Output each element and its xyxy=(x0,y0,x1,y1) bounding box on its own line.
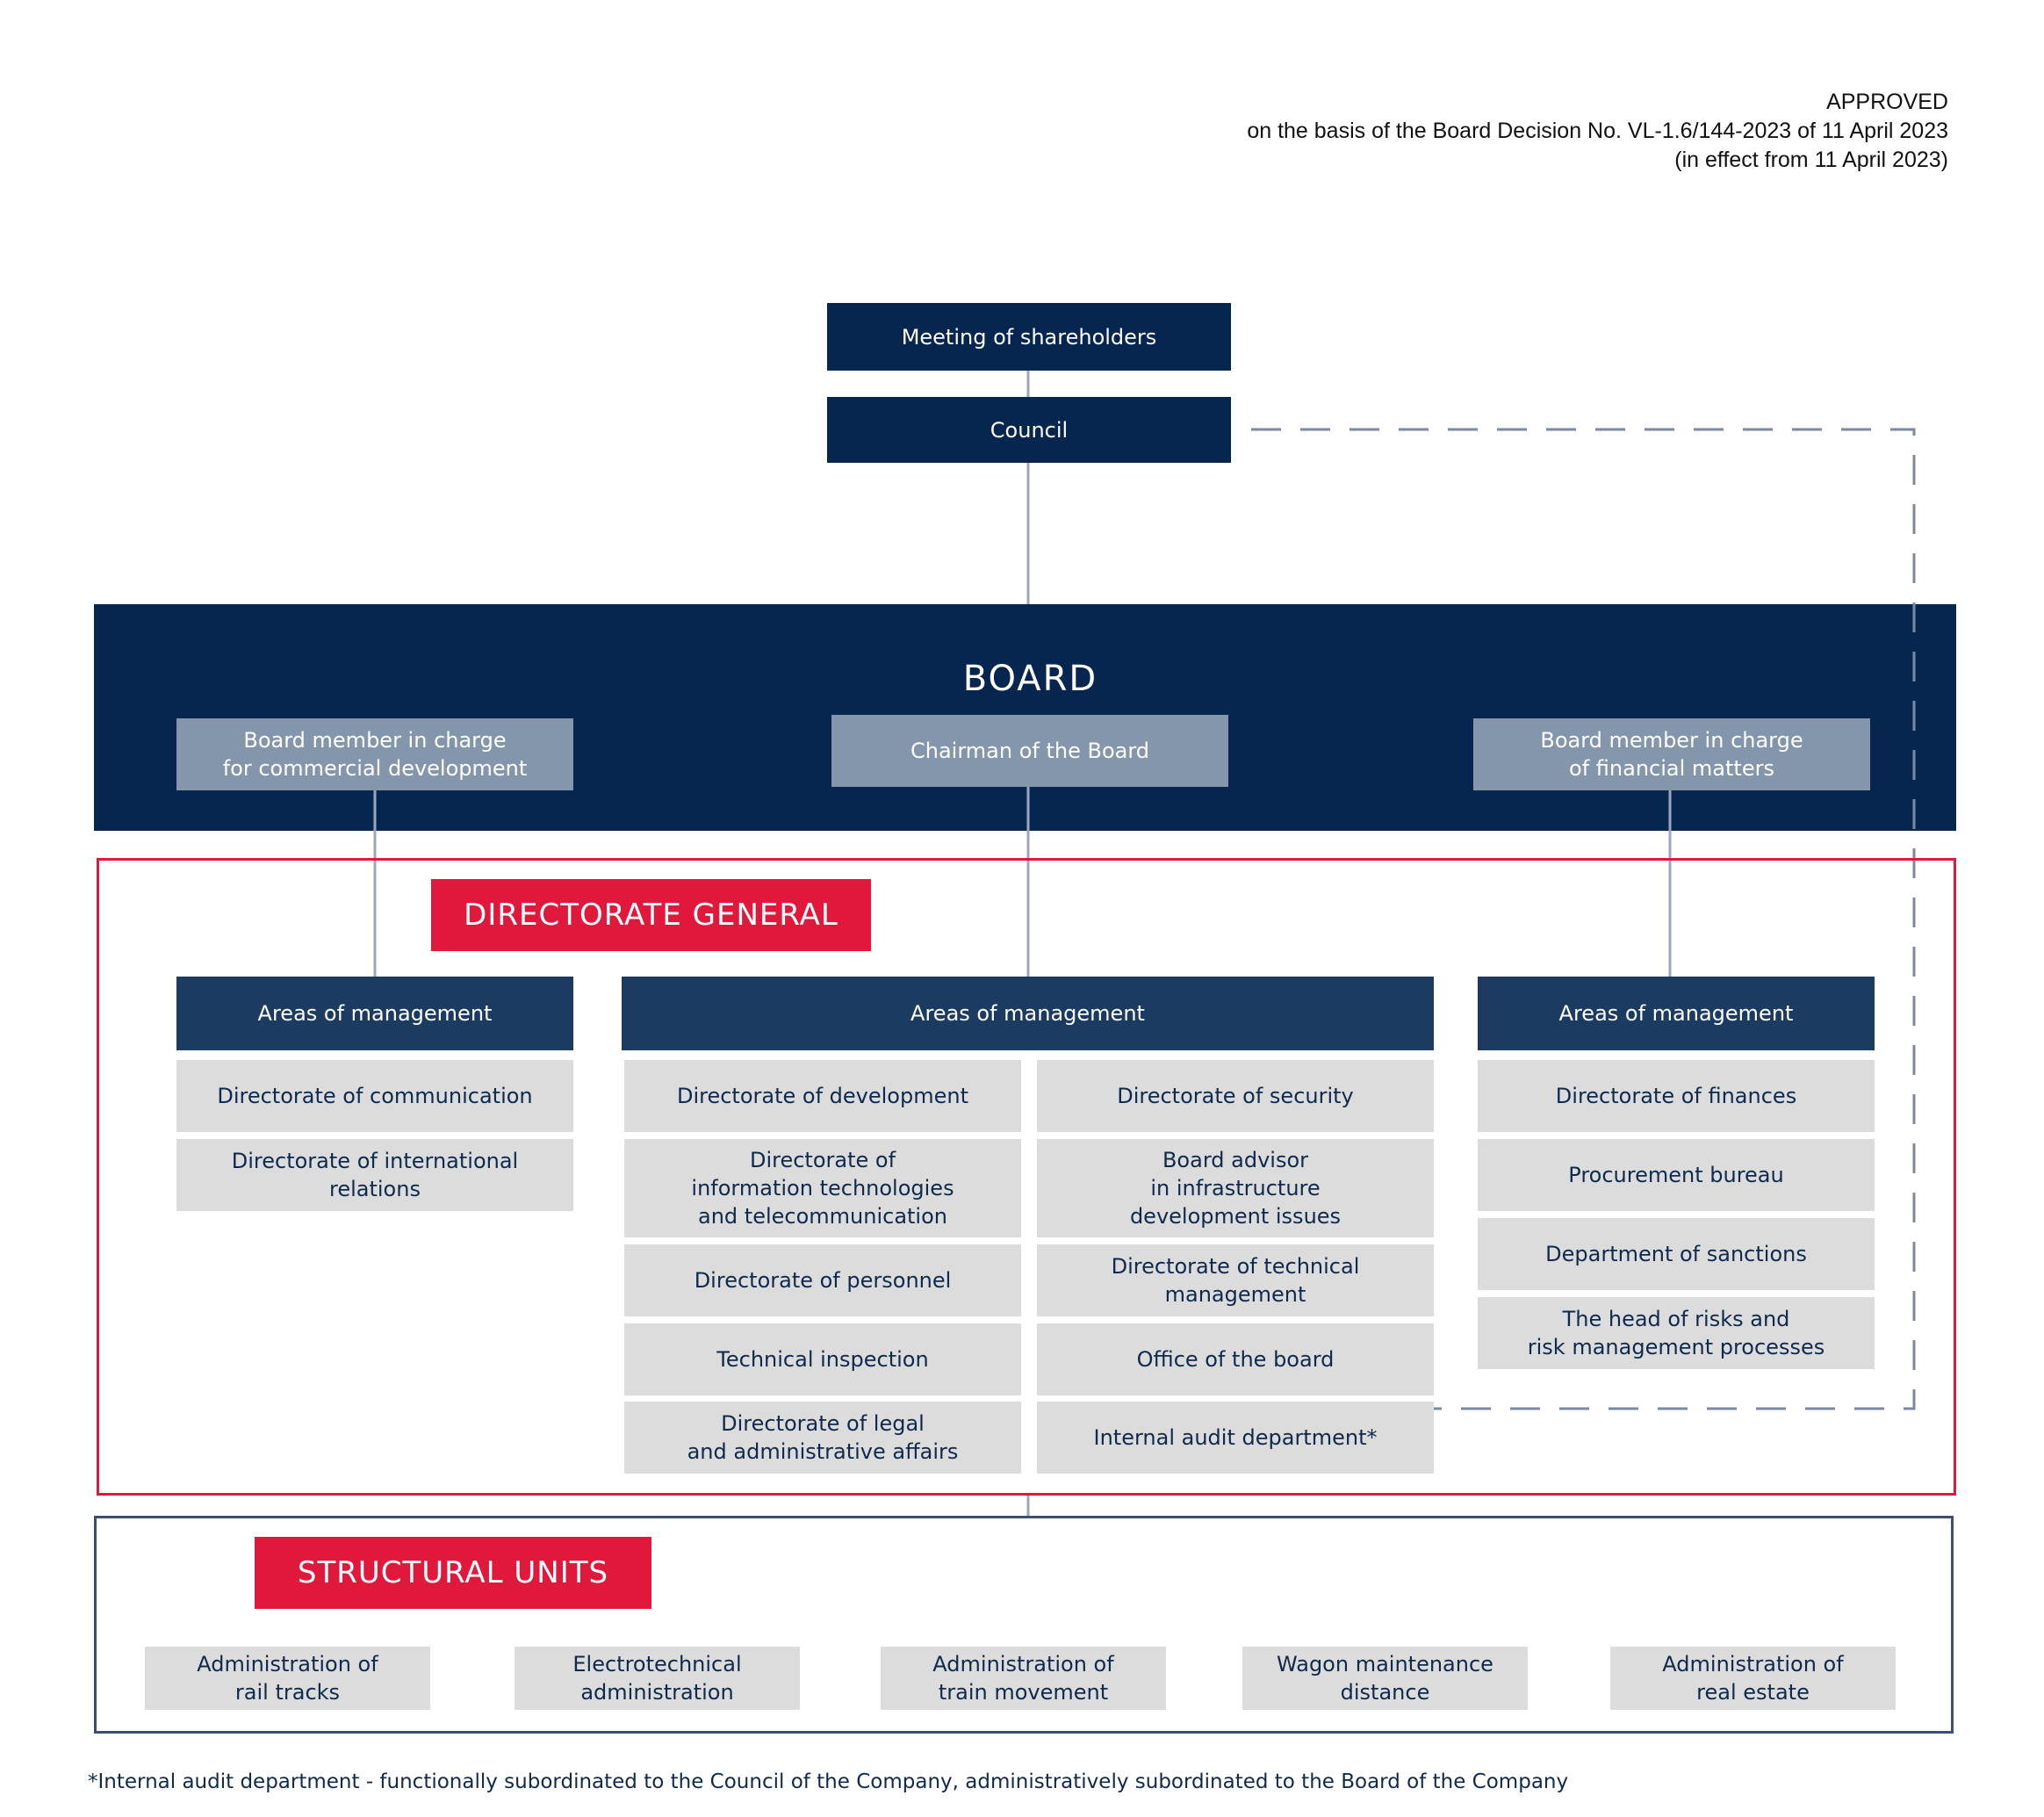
department-sanctions-box: Department of sanctions xyxy=(1478,1218,1875,1290)
areas-header-left-label: Areas of management xyxy=(257,1001,493,1026)
council-box: Council xyxy=(827,397,1231,463)
directorate-personnel-box: Directorate of personnel xyxy=(624,1244,1021,1316)
unit-wagon-maintenance-label: Wagon maintenance distance xyxy=(1277,1652,1493,1705)
approval-effective: (in effect from 11 April 2023) xyxy=(1674,148,1948,172)
directorate-general-frame xyxy=(97,858,1956,1496)
board-member-financial-label: Board member in charge of financial matt… xyxy=(1540,728,1803,781)
procurement-bureau-box: Procurement bureau xyxy=(1478,1139,1875,1211)
board-member-financial-box: Board member in charge of financial matt… xyxy=(1473,718,1870,790)
head-of-risks-box: The head of risks and risk management pr… xyxy=(1478,1297,1875,1369)
meeting-of-shareholders-box: Meeting of shareholders xyxy=(827,303,1231,371)
chairman-box: Chairman of the Board xyxy=(831,715,1228,787)
areas-header-right: Areas of management xyxy=(1478,977,1875,1050)
directorate-general-label: DIRECTORATE GENERAL xyxy=(431,879,871,951)
unit-train-movement-label: Administration of train movement xyxy=(932,1652,1114,1705)
unit-train-movement-box: Administration of train movement xyxy=(881,1647,1166,1710)
unit-rail-tracks-box: Administration of rail tracks xyxy=(145,1647,430,1710)
structural-units-label: STRUCTURAL UNITS xyxy=(255,1537,651,1609)
approval-stamp: APPROVED on the basis of the Board Decis… xyxy=(1247,88,1948,175)
areas-header-center-label: Areas of management xyxy=(910,1001,1145,1026)
technical-inspection-label: Technical inspection xyxy=(716,1347,929,1372)
unit-real-estate-box: Administration of real estate xyxy=(1610,1647,1896,1710)
internal-audit-label: Internal audit department* xyxy=(1093,1425,1378,1450)
unit-electrotechnical-box: Electrotechnical administration xyxy=(515,1647,800,1710)
directorate-security-box: Directorate of security xyxy=(1037,1060,1434,1132)
directorate-technical-management-box: Directorate of technical management xyxy=(1037,1244,1434,1316)
directorate-it-label: Directorate of information technologies … xyxy=(691,1148,954,1229)
meeting-label: Meeting of shareholders xyxy=(901,324,1157,350)
directorate-technical-management-label: Directorate of technical management xyxy=(1111,1254,1360,1307)
dashed-council-audit-line xyxy=(1251,428,1916,1410)
board-advisor-label: Board advisor in infrastructure developm… xyxy=(1129,1148,1342,1229)
directorate-legal-box: Directorate of legal and administrative … xyxy=(624,1402,1021,1474)
unit-real-estate-label: Administration of real estate xyxy=(1662,1652,1844,1705)
directorate-communication-label: Directorate of communication xyxy=(217,1084,533,1108)
directorate-international-box: Directorate of international relations xyxy=(176,1139,573,1211)
council-label: Council xyxy=(990,417,1069,443)
footnote: *Internal audit department - functionall… xyxy=(88,1770,1569,1793)
unit-rail-tracks-label: Administration of rail tracks xyxy=(197,1652,378,1705)
areas-header-left: Areas of management xyxy=(176,977,573,1050)
structural-units-frame xyxy=(94,1516,1954,1734)
directorate-security-label: Directorate of security xyxy=(1117,1084,1354,1108)
department-sanctions-label: Department of sanctions xyxy=(1545,1242,1807,1266)
unit-electrotechnical-label: Electrotechnical administration xyxy=(572,1652,742,1705)
board-member-commercial-box: Board member in charge for commercial de… xyxy=(176,718,573,790)
chairman-label: Chairman of the Board xyxy=(910,739,1150,763)
board-advisor-box: Board advisor in infrastructure developm… xyxy=(1037,1139,1434,1237)
board-member-commercial-label: Board member in charge for commercial de… xyxy=(222,728,528,781)
directorate-finances-label: Directorate of finances xyxy=(1555,1084,1797,1108)
areas-header-right-label: Areas of management xyxy=(1558,1001,1794,1026)
areas-header-center: Areas of management xyxy=(622,977,1434,1050)
office-of-board-box: Office of the board xyxy=(1037,1323,1434,1395)
unit-wagon-maintenance-box: Wagon maintenance distance xyxy=(1242,1647,1528,1710)
directorate-finances-box: Directorate of finances xyxy=(1478,1060,1875,1132)
procurement-bureau-label: Procurement bureau xyxy=(1568,1163,1784,1187)
approval-decision: on the basis of the Board Decision No. V… xyxy=(1247,119,1948,143)
directorate-legal-label: Directorate of legal and administrative … xyxy=(687,1411,959,1464)
approval-title: APPROVED xyxy=(1826,90,1948,114)
internal-audit-box: Internal audit department* xyxy=(1037,1402,1434,1474)
directorate-personnel-label: Directorate of personnel xyxy=(694,1268,952,1293)
directorate-it-box: Directorate of information technologies … xyxy=(624,1139,1021,1237)
directorate-communication-box: Directorate of communication xyxy=(176,1060,573,1132)
board-title: BOARD xyxy=(962,659,1098,699)
technical-inspection-box: Technical inspection xyxy=(624,1323,1021,1395)
directorate-development-box: Directorate of development xyxy=(624,1060,1021,1132)
directorate-development-label: Directorate of development xyxy=(676,1084,968,1108)
head-of-risks-label: The head of risks and risk management pr… xyxy=(1527,1307,1825,1359)
directorate-international-label: Directorate of international relations xyxy=(231,1149,519,1201)
office-of-board-label: Office of the board xyxy=(1136,1347,1335,1372)
